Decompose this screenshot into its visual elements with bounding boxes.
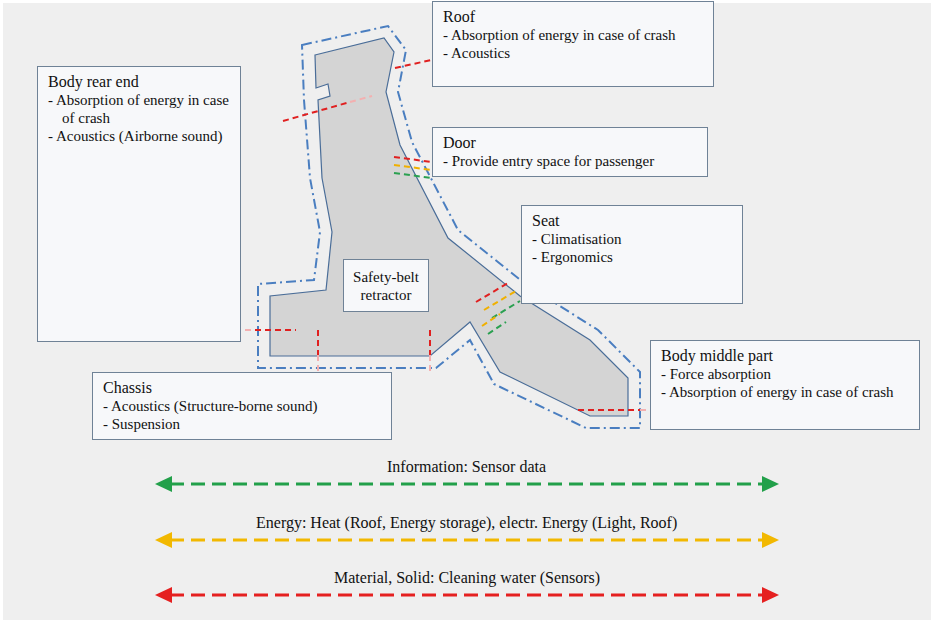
function-item: - Climatisation (532, 230, 734, 248)
legend-text: Material, Solid: Cleaning water (Sensors… (334, 569, 600, 587)
function-item: - Force absorption (661, 365, 911, 383)
box-heading: Chassis (103, 379, 383, 397)
function-item: - Absorption of energy in case of crash (661, 383, 911, 401)
legend-arrow (155, 476, 779, 492)
box-heading: Body middle part (661, 347, 911, 365)
function-item: - Absorption of energy in case of crash (48, 91, 232, 127)
legend-text: Information: Sensor data (387, 458, 546, 476)
function-item: - Acoustics (Airborne sound) (48, 127, 232, 145)
legend-arrow (155, 532, 779, 548)
component-box: Door- Provide entry space for passenger (432, 127, 708, 177)
component-box: Body rear end- Absorption of energy in c… (37, 66, 241, 342)
box-heading: Seat (532, 212, 734, 230)
function-item: - Acoustics (Structure-borne sound) (103, 397, 383, 415)
function-item: - Acoustics (443, 44, 705, 62)
legend-arrow (155, 587, 779, 603)
box-heading: Body rear end (48, 73, 232, 91)
function-item: - Suspension (103, 415, 383, 433)
component-box: Seat- Climatisation- Ergonomics (521, 205, 743, 304)
component-box: Chassis- Acoustics (Structure-borne soun… (92, 372, 392, 440)
function-item: - Absorption of energy in case of crash (443, 26, 705, 44)
component-box: Safety-belt retractor (343, 259, 429, 312)
box-heading: Safety-belt retractor (348, 268, 424, 304)
component-box: Roof- Absorption of energy in case of cr… (432, 1, 714, 87)
box-heading: Door (443, 134, 699, 152)
function-item: - Provide entry space for passenger (443, 152, 699, 170)
component-box: Body middle part- Force absorption- Abso… (650, 340, 920, 430)
box-heading: Roof (443, 8, 705, 26)
function-item: - Ergonomics (532, 248, 734, 266)
legend-text: Energy: Heat (Roof, Energy storage), ele… (256, 514, 677, 532)
